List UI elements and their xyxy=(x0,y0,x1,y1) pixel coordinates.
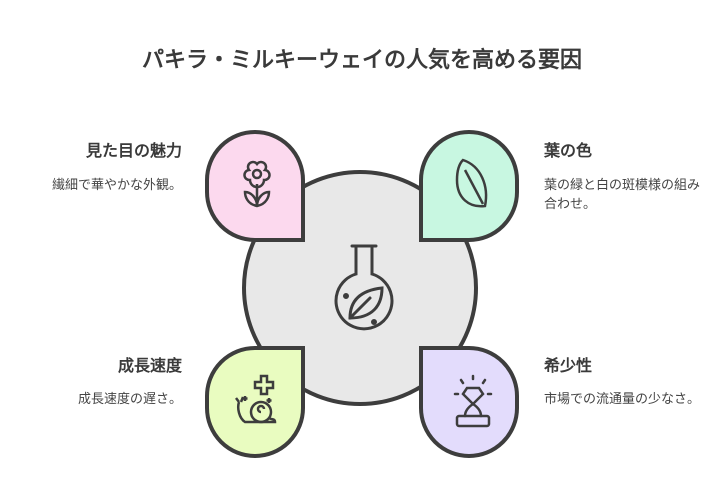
snail-icon xyxy=(235,374,277,424)
factor-description-visual-appeal: 繊細で華やかな外観。 xyxy=(51,178,182,193)
factor-heading-leaf-color: 葉の色 xyxy=(544,141,593,160)
petal-growth-speed xyxy=(205,346,305,458)
factor-description-growth-speed: 成長速度の遅さ。 xyxy=(77,392,182,407)
factor-heading-growth-speed: 成長速度 xyxy=(117,356,182,375)
factor-description-rarity: 市場での流通量の少なさ。 xyxy=(544,392,701,407)
diamond-icon xyxy=(453,374,493,428)
diagram-title: パキラ・ミルキーウェイの人気を高める要因 xyxy=(141,48,582,73)
petal-leaf-color xyxy=(419,130,519,242)
flower-icon xyxy=(243,160,271,208)
leaf-icon xyxy=(455,158,488,208)
factor-heading-rarity: 希少性 xyxy=(544,356,593,375)
factor-description-leaf-color: 葉の緑と白の斑模様の組み合わせ。 xyxy=(544,178,701,212)
petal-visual-appeal xyxy=(205,130,305,242)
flask-leaf-icon xyxy=(334,244,394,331)
petal-rarity xyxy=(419,346,519,458)
factor-heading-visual-appeal: 見た目の魅力 xyxy=(85,141,182,160)
